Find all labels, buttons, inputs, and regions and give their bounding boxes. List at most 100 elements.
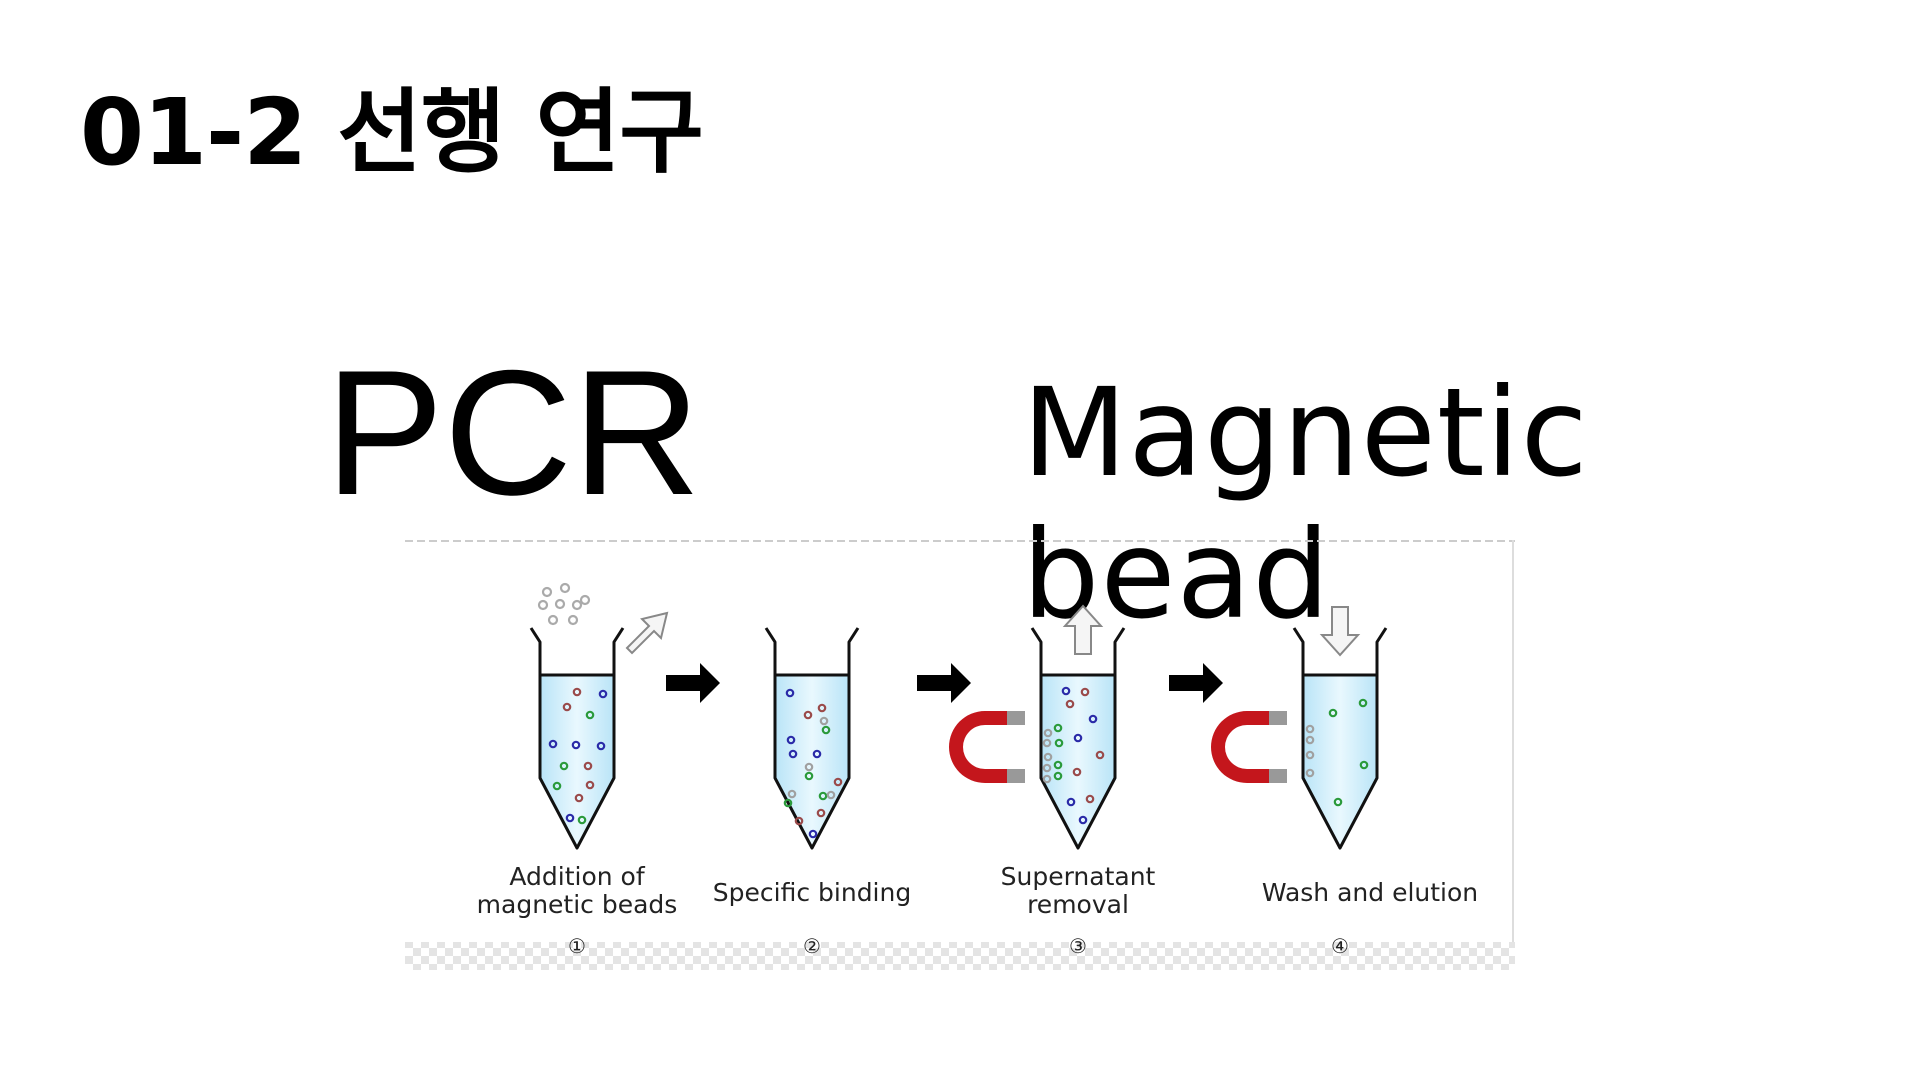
liquid bbox=[775, 675, 849, 848]
tube-outline bbox=[529, 627, 625, 850]
bead bbox=[1042, 774, 1052, 784]
bead bbox=[598, 689, 608, 699]
right-arrow-icon bbox=[666, 663, 720, 703]
bead bbox=[1043, 728, 1053, 738]
checker-band bbox=[405, 942, 1515, 970]
step-number: ② bbox=[803, 934, 821, 958]
bead bbox=[816, 808, 826, 818]
bead bbox=[1088, 714, 1098, 724]
bead bbox=[1043, 752, 1053, 762]
bead bbox=[1305, 735, 1315, 745]
bead bbox=[1328, 708, 1338, 718]
bead bbox=[572, 687, 582, 697]
bead bbox=[1072, 767, 1082, 777]
step-caption: Supernatant bbox=[1001, 862, 1156, 891]
bead bbox=[1065, 699, 1075, 709]
step-number: ④ bbox=[1331, 934, 1349, 958]
tube-4 bbox=[1211, 627, 1388, 850]
bead bbox=[583, 761, 593, 771]
bead bbox=[567, 614, 579, 626]
bead bbox=[1042, 738, 1052, 748]
bead bbox=[1095, 750, 1105, 760]
bead bbox=[1073, 733, 1083, 743]
tube-outline bbox=[764, 627, 860, 850]
bead bbox=[1305, 768, 1315, 778]
bead bbox=[552, 781, 562, 791]
bead bbox=[1358, 698, 1368, 708]
step-caption: magnetic beads bbox=[477, 890, 678, 919]
bead bbox=[571, 599, 583, 611]
tube-2 bbox=[764, 627, 860, 850]
bead bbox=[833, 777, 843, 787]
step-number: ③ bbox=[1069, 934, 1087, 958]
down-arrow-icon bbox=[1319, 606, 1361, 657]
bead bbox=[579, 594, 591, 606]
right-arrow-icon bbox=[917, 663, 971, 703]
bead bbox=[1305, 724, 1315, 734]
step-caption: Specific binding bbox=[713, 878, 911, 907]
bead bbox=[812, 749, 822, 759]
bead bbox=[785, 688, 795, 698]
bead bbox=[1053, 723, 1063, 733]
right-arrow-icon bbox=[1169, 663, 1223, 703]
liquid bbox=[540, 675, 614, 848]
magnet-icon bbox=[949, 711, 1025, 783]
liquid bbox=[1303, 675, 1377, 848]
bead bbox=[1085, 794, 1095, 804]
bead bbox=[808, 829, 818, 839]
bead bbox=[1042, 763, 1052, 773]
bead bbox=[1054, 738, 1064, 748]
bead bbox=[585, 710, 595, 720]
bead bbox=[817, 703, 827, 713]
step-number: ① bbox=[568, 934, 586, 958]
bead bbox=[819, 716, 829, 726]
bead bbox=[559, 761, 569, 771]
slide-title: 01-2 선행 연구 bbox=[80, 79, 704, 186]
bead bbox=[783, 798, 793, 808]
bead bbox=[562, 702, 572, 712]
bead bbox=[826, 790, 836, 800]
bead bbox=[1359, 760, 1369, 770]
bead bbox=[1333, 797, 1343, 807]
step-caption: removal bbox=[1027, 890, 1129, 919]
step-caption: Wash and elution bbox=[1262, 878, 1478, 907]
bead bbox=[537, 599, 549, 611]
bead bbox=[818, 791, 828, 801]
bead bbox=[585, 780, 595, 790]
bead bbox=[794, 816, 804, 826]
bead bbox=[1305, 750, 1315, 760]
bead bbox=[786, 735, 796, 745]
bead bbox=[804, 762, 814, 772]
bead bbox=[574, 793, 584, 803]
diagonal-arrow-icon bbox=[625, 611, 669, 655]
bead bbox=[1066, 797, 1076, 807]
bead bbox=[1080, 687, 1090, 697]
tube-3 bbox=[949, 627, 1126, 850]
bead bbox=[1053, 771, 1063, 781]
bead bbox=[547, 614, 559, 626]
bead bbox=[596, 741, 606, 751]
bead bbox=[803, 710, 813, 720]
liquid bbox=[1041, 675, 1115, 848]
pcr-heading: PCR bbox=[325, 333, 701, 532]
bead bbox=[821, 725, 831, 735]
bead bbox=[577, 815, 587, 825]
magnet-icon bbox=[1211, 711, 1287, 783]
bead bbox=[788, 749, 798, 759]
tube-outline bbox=[1292, 627, 1388, 850]
bead bbox=[548, 739, 558, 749]
bead bbox=[1053, 760, 1063, 770]
magnetic-bead-heading: Magnetic bead bbox=[1022, 362, 1589, 646]
bead bbox=[565, 813, 575, 823]
step-caption: Addition of bbox=[509, 862, 645, 891]
bead bbox=[804, 771, 814, 781]
bead bbox=[1078, 815, 1088, 825]
tube-outline bbox=[1030, 627, 1126, 850]
bead bbox=[787, 789, 797, 799]
up-arrow-icon bbox=[1062, 604, 1104, 655]
bead bbox=[554, 598, 566, 610]
bead bbox=[1061, 686, 1071, 696]
tube-1 bbox=[529, 627, 625, 850]
bead bbox=[541, 586, 553, 598]
